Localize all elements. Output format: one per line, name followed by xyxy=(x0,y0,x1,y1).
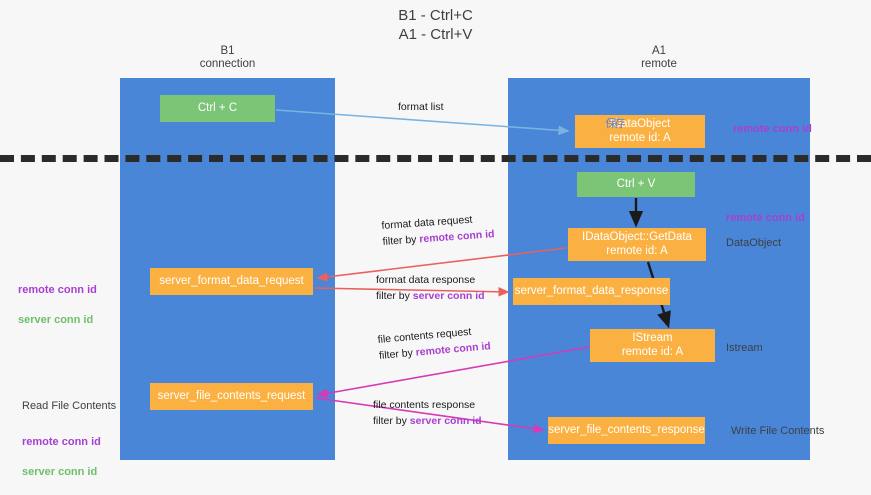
node-server-file-contents-request[interactable]: server_file_contents_request xyxy=(150,383,313,410)
edge-label-format-data-response-line2: filter by server conn id xyxy=(376,288,485,304)
side-label-server-conn-id-left: server conn id xyxy=(18,314,94,326)
filter-by-prefix: filter by xyxy=(382,233,420,248)
node-server-file-contents-response[interactable]: server_file_contents_response xyxy=(548,417,705,444)
filter-by-value: server conn id xyxy=(412,290,485,302)
node-istream[interactable]: IStream remote id: A xyxy=(590,329,715,362)
filter-by-prefix: filter by xyxy=(378,346,417,362)
node-idataobject-getdata[interactable]: IDataObject::GetData remote id: A xyxy=(568,228,706,261)
side-label-remote-conn-id-mid: remote conn id xyxy=(726,212,805,224)
side-label-write-file-contents: Write File Contents xyxy=(731,425,825,437)
edge-label-format-data-response-line1: format data response xyxy=(376,274,476,286)
node-store-idataobject-label: IDataObject remote id: A xyxy=(609,118,671,144)
edge-label-file-contents-response-line2: filter by server conn id xyxy=(373,413,482,429)
node-server-format-data-request[interactable]: server_format_data_request xyxy=(150,268,313,295)
filter-by-value: server conn id xyxy=(409,415,482,427)
side-label-read-file-contents-group: Read File Contents remote conn id server… xyxy=(22,384,116,495)
filter-by-prefix: filter by xyxy=(376,290,413,302)
side-label-conn-ids-left-top: remote conn id server conn id xyxy=(18,268,97,343)
edge-label-file-contents-response: file contents response filter by server … xyxy=(373,397,482,429)
diagram-canvas: B1 - Ctrl+C A1 - Ctrl+V B1 connection A1… xyxy=(0,7,871,478)
node-ctrl-v[interactable]: Ctrl + V xyxy=(577,172,695,197)
edge-label-format-list: format list xyxy=(398,99,444,115)
node-ctrl-c[interactable]: Ctrl + C xyxy=(160,95,275,122)
node-server-format-data-response[interactable]: server_format_data_response xyxy=(513,278,670,305)
filter-by-value: remote conn id xyxy=(418,228,495,246)
side-label-read-file-contents: Read File Contents xyxy=(22,400,117,412)
edge-label-format-list-text: format list xyxy=(398,101,444,113)
side-label-server-conn-id-left2: server conn id xyxy=(22,466,98,478)
side-label-remote-conn-id-left: remote conn id xyxy=(18,284,97,296)
column-heading-a1: A1 remote xyxy=(641,45,677,70)
side-label-remote-conn-id-top: remote conn id xyxy=(733,123,812,135)
side-label-istream: Istream xyxy=(726,342,763,354)
filter-by-prefix: filter by xyxy=(373,415,410,427)
side-label-dataobject: DataObject xyxy=(726,237,782,249)
phase-divider-line xyxy=(0,155,871,162)
side-label-remote-conn-id-left2: remote conn id xyxy=(22,436,101,448)
diagram-title: B1 - Ctrl+C A1 - Ctrl+V xyxy=(398,7,473,43)
cjk-overlay-text: 保存 xyxy=(605,118,625,130)
edge-label-format-data-response: format data response filter by server co… xyxy=(376,272,485,304)
edge-label-file-contents-response-line1: file contents response xyxy=(373,399,476,411)
column-heading-b1: B1 connection xyxy=(199,45,256,70)
